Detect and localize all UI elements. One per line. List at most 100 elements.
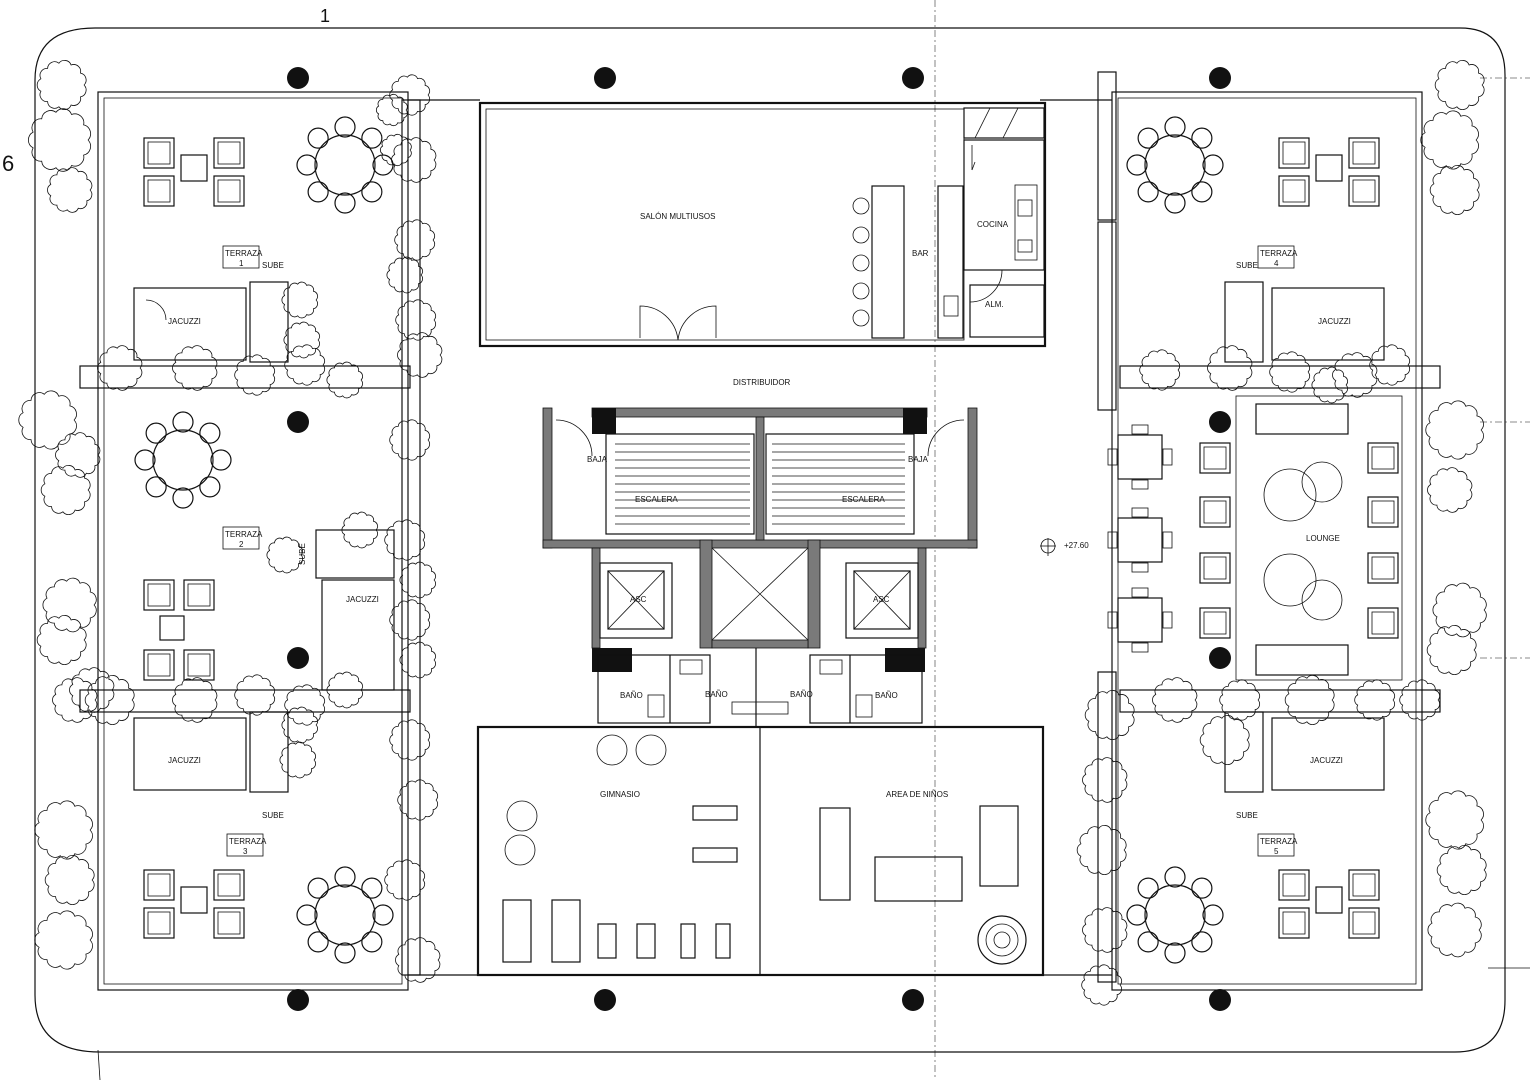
tree bbox=[1426, 624, 1477, 676]
gimnasio: GIMNASIO bbox=[476, 648, 1045, 977]
svg-text:3: 3 bbox=[243, 847, 248, 856]
armchair bbox=[1278, 907, 1310, 939]
armchair bbox=[1348, 175, 1380, 207]
svg-text:JACUZZI: JACUZZI bbox=[168, 756, 201, 765]
tree bbox=[1082, 757, 1128, 803]
tree bbox=[18, 390, 77, 450]
armchair bbox=[1348, 907, 1380, 939]
tree bbox=[284, 344, 325, 386]
armchair bbox=[1278, 137, 1310, 169]
level-mark: +27.60 bbox=[1040, 538, 1089, 556]
svg-text:JACUZZI: JACUZZI bbox=[1318, 317, 1351, 326]
tree bbox=[34, 800, 93, 860]
tree bbox=[389, 599, 430, 641]
round-table bbox=[1126, 866, 1224, 964]
svg-text:1: 1 bbox=[239, 259, 244, 268]
terraza-1: TERRAZA 1 bbox=[222, 245, 263, 269]
svg-text:ESCALERA: ESCALERA bbox=[635, 495, 678, 504]
armchair bbox=[1199, 607, 1231, 639]
tree bbox=[47, 167, 93, 213]
svg-text:COCINA: COCINA bbox=[977, 220, 1009, 229]
tree bbox=[34, 910, 93, 970]
armchair bbox=[143, 579, 175, 611]
side-table bbox=[1315, 154, 1343, 182]
svg-text:BAÑO: BAÑO bbox=[705, 690, 728, 699]
svg-text:JACUZZI: JACUZZI bbox=[346, 595, 379, 604]
round-table bbox=[296, 116, 394, 214]
svg-text:6: 6 bbox=[2, 151, 14, 176]
tree bbox=[1207, 345, 1253, 391]
svg-text:ESCALERA: ESCALERA bbox=[842, 495, 885, 504]
round-table bbox=[296, 866, 394, 964]
round-table bbox=[134, 411, 232, 509]
tree bbox=[234, 354, 275, 396]
tree bbox=[1420, 110, 1479, 170]
tree bbox=[234, 674, 275, 716]
tree bbox=[279, 741, 316, 779]
dining-set bbox=[1107, 507, 1173, 573]
columns bbox=[287, 67, 1231, 1011]
svg-text:2: 2 bbox=[239, 540, 244, 549]
armchair bbox=[183, 649, 215, 681]
tree bbox=[397, 779, 438, 821]
svg-text:JACUZZI: JACUZZI bbox=[168, 317, 201, 326]
armchair bbox=[1367, 607, 1399, 639]
tree bbox=[1434, 59, 1485, 111]
area-ninos: AREA DE NIÑOS bbox=[819, 790, 1027, 965]
svg-text:BAJA: BAJA bbox=[587, 455, 608, 464]
armchair bbox=[1199, 496, 1231, 528]
tree bbox=[399, 641, 436, 679]
tree bbox=[1425, 400, 1484, 460]
svg-text:LOUNGE: LOUNGE bbox=[1306, 534, 1340, 543]
svg-text:AREA DE NIÑOS: AREA DE NIÑOS bbox=[886, 790, 948, 799]
tree bbox=[1436, 844, 1487, 896]
tree bbox=[1139, 349, 1180, 391]
armchair bbox=[143, 649, 175, 681]
core: BAJA BAJA ESCALERA ESCALERA ASC ASC bbox=[542, 407, 978, 672]
tree bbox=[386, 256, 423, 294]
armchair bbox=[1348, 137, 1380, 169]
tree bbox=[399, 561, 436, 599]
svg-text:ASC: ASC bbox=[630, 595, 647, 604]
armchair bbox=[213, 907, 245, 939]
svg-text:TERRAZA: TERRAZA bbox=[225, 530, 263, 539]
grid-bubble-top: 1 bbox=[320, 6, 330, 26]
jacuzzi-4: JACUZZI bbox=[1271, 287, 1385, 361]
tree bbox=[1432, 582, 1487, 638]
svg-text:TERRAZA: TERRAZA bbox=[1260, 837, 1298, 846]
tree bbox=[397, 332, 443, 378]
jacuzzi-3: JACUZZI bbox=[133, 717, 247, 791]
tree bbox=[1219, 679, 1260, 721]
svg-text:ASC: ASC bbox=[873, 595, 890, 604]
tree bbox=[1425, 790, 1484, 850]
slab-outline bbox=[34, 27, 1506, 1053]
tree bbox=[1427, 467, 1473, 513]
tree bbox=[1076, 824, 1127, 876]
tree bbox=[97, 345, 143, 391]
tree bbox=[44, 854, 95, 906]
tree bbox=[395, 937, 441, 983]
tree bbox=[281, 281, 318, 319]
tree bbox=[326, 671, 363, 709]
tree bbox=[391, 137, 437, 183]
armchair bbox=[1278, 869, 1310, 901]
tree bbox=[42, 577, 97, 633]
armchair bbox=[183, 579, 215, 611]
sube-stairs: SUBE SUBE SUBE SUBE SUBE bbox=[249, 261, 1264, 820]
tree bbox=[1081, 964, 1122, 1006]
armchair bbox=[213, 175, 245, 207]
tree bbox=[36, 614, 87, 666]
tree bbox=[389, 719, 430, 761]
svg-text:SALÓN MULTIUSOS: SALÓN MULTIUSOS bbox=[640, 212, 715, 221]
vegetation bbox=[18, 59, 1487, 1006]
armchair bbox=[1367, 442, 1399, 474]
tree bbox=[384, 859, 425, 901]
tree bbox=[326, 361, 363, 399]
jacuzzi-1: JACUZZI bbox=[133, 287, 247, 361]
svg-text:GIMNASIO: GIMNASIO bbox=[600, 790, 640, 799]
svg-text:+27.60: +27.60 bbox=[1064, 541, 1089, 550]
svg-text:BAÑO: BAÑO bbox=[875, 691, 898, 700]
side-table bbox=[159, 615, 185, 641]
armchair bbox=[213, 137, 245, 169]
svg-text:SUBE: SUBE bbox=[262, 811, 284, 820]
